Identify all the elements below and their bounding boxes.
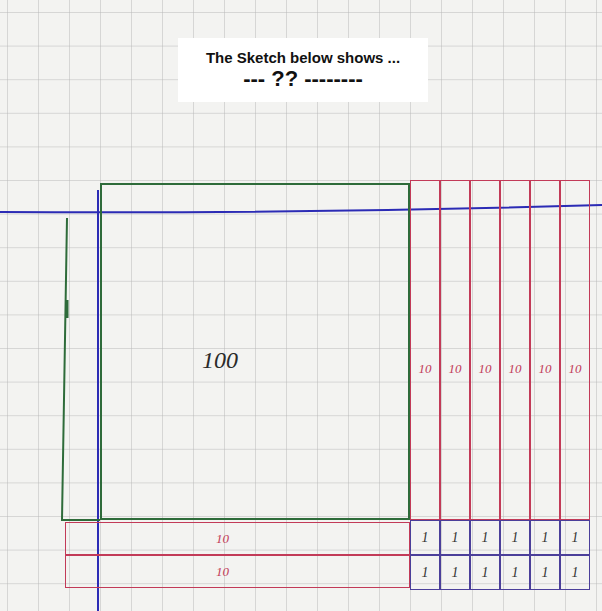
value-label: 10 <box>569 361 582 377</box>
ten-strip: 10 <box>410 180 440 520</box>
title-text: The Sketch below shows ... <box>206 49 400 66</box>
unit-square: 1 <box>440 520 470 555</box>
value-label: 10 <box>509 361 522 377</box>
unit-square: 1 <box>560 555 590 590</box>
ten-strip: 10 <box>65 555 410 588</box>
value-label: 1 <box>512 530 519 546</box>
value-label: 10 <box>449 361 462 377</box>
ten-strip: 10 <box>65 522 410 555</box>
value-label: 1 <box>542 565 549 581</box>
unit-square: 1 <box>410 555 440 590</box>
value-label: 100 <box>202 347 238 374</box>
hundred-square: 100 <box>100 183 410 520</box>
value-label: 1 <box>572 565 579 581</box>
unit-square: 1 <box>470 555 500 590</box>
value-label: 10 <box>479 361 492 377</box>
unit-square: 1 <box>530 520 560 555</box>
blue-axis-line <box>97 190 99 611</box>
ten-strip: 10 <box>530 180 560 520</box>
unit-square: 1 <box>500 555 530 590</box>
value-label: 1 <box>512 565 519 581</box>
ten-strip: 10 <box>560 180 590 520</box>
value-label: 1 <box>482 565 489 581</box>
value-label: 10 <box>216 531 229 547</box>
title-box: The Sketch below shows ...--- ?? -------… <box>178 38 428 102</box>
blue-axis-line <box>0 205 602 212</box>
unit-square: 1 <box>560 520 590 555</box>
question-text: --- ?? -------- <box>243 66 363 92</box>
ten-strip: 10 <box>440 180 470 520</box>
value-label: 1 <box>452 530 459 546</box>
unit-square: 1 <box>440 555 470 590</box>
value-label: 1 <box>542 530 549 546</box>
value-label: 10 <box>419 361 432 377</box>
unit-square: 1 <box>500 520 530 555</box>
value-label: 1 <box>422 530 429 546</box>
value-label: 10 <box>539 361 552 377</box>
unit-square: 1 <box>470 520 500 555</box>
value-label: 1 <box>422 565 429 581</box>
value-label: 1 <box>452 565 459 581</box>
unit-square: 1 <box>530 555 560 590</box>
value-label: 10 <box>216 564 229 580</box>
green-tick <box>66 300 69 318</box>
unit-square: 1 <box>410 520 440 555</box>
value-label: 1 <box>482 530 489 546</box>
ten-strip: 10 <box>500 180 530 520</box>
value-label: 1 <box>572 530 579 546</box>
ten-strip: 10 <box>470 180 500 520</box>
green-guide-line <box>62 218 100 520</box>
